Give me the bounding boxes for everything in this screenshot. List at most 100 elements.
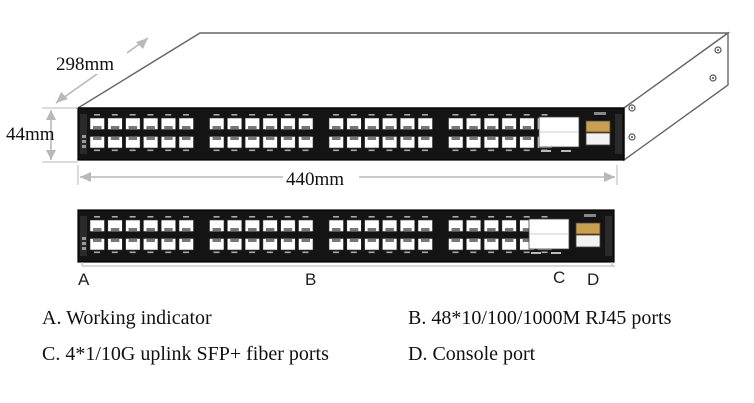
rj45-port bbox=[328, 238, 344, 254]
chassis-top-face bbox=[75, 32, 731, 109]
rj45-port bbox=[483, 238, 499, 254]
rj45-port bbox=[382, 216, 398, 232]
front-panel-bottom bbox=[77, 209, 615, 263]
rj45-port bbox=[143, 238, 159, 254]
rj45-port bbox=[244, 238, 260, 254]
rj45-port bbox=[417, 216, 433, 232]
rj45-port bbox=[280, 114, 296, 130]
rj45-port bbox=[160, 114, 176, 130]
sfp-plus-ports bbox=[538, 116, 580, 152]
rj45-port bbox=[399, 136, 416, 152]
rj45-port bbox=[364, 136, 380, 152]
rj45-port bbox=[346, 136, 362, 152]
rj45-port bbox=[209, 136, 225, 152]
rj45-port bbox=[298, 238, 314, 254]
rj45-port bbox=[89, 216, 105, 232]
rj45-port bbox=[89, 238, 105, 254]
rj45-port bbox=[227, 238, 243, 254]
rj45-port bbox=[399, 238, 416, 254]
panel-face bbox=[77, 107, 625, 161]
rj45-port bbox=[160, 216, 176, 232]
callout-c: C bbox=[553, 268, 565, 287]
rj45-port bbox=[125, 114, 141, 130]
rj45-port bbox=[364, 114, 380, 130]
rj45-port bbox=[125, 238, 141, 254]
rj45-port bbox=[262, 216, 278, 232]
height-label: 44mm bbox=[6, 124, 55, 145]
rj45-port bbox=[399, 114, 416, 130]
rj45-port bbox=[280, 238, 296, 254]
rj45-port bbox=[346, 216, 362, 232]
rj45-port bbox=[501, 216, 517, 232]
rj45-port bbox=[107, 136, 123, 152]
rj45-port bbox=[209, 216, 225, 232]
rj45-port bbox=[178, 238, 194, 254]
rj45-port bbox=[244, 216, 260, 232]
rj45-port bbox=[125, 216, 141, 232]
rj45-port bbox=[178, 114, 194, 130]
rj45-port bbox=[465, 216, 482, 232]
rj45-port bbox=[448, 136, 464, 152]
rj45-port bbox=[107, 238, 123, 254]
rj45-port bbox=[483, 136, 499, 152]
front-panel-top bbox=[77, 107, 625, 161]
legend-item-d: D. Console port bbox=[408, 343, 536, 365]
rj45-port bbox=[483, 114, 499, 130]
rj45-port bbox=[244, 114, 260, 130]
rj45-port bbox=[399, 216, 416, 232]
rj45-port bbox=[417, 114, 433, 130]
rj45-port bbox=[227, 136, 243, 152]
rj45-port bbox=[328, 114, 344, 130]
rj45-port bbox=[262, 114, 278, 130]
legend-item-c: C. 4*1/10G uplink SFP+ fiber ports bbox=[42, 343, 329, 365]
switch-3d-view bbox=[75, 31, 731, 162]
rj45-port bbox=[298, 216, 314, 232]
callout-d: D bbox=[587, 270, 599, 289]
rj45-port bbox=[346, 114, 362, 130]
rj45-port bbox=[328, 216, 344, 232]
rj45-port bbox=[519, 136, 535, 152]
rj45-port bbox=[417, 136, 433, 152]
side-screws bbox=[628, 46, 722, 141]
rj45-port bbox=[89, 136, 105, 152]
rj45-port bbox=[448, 238, 464, 254]
sfp-plus-ports bbox=[528, 218, 570, 254]
rj45-port bbox=[346, 238, 362, 254]
rj45-port bbox=[143, 136, 159, 152]
rj45-port bbox=[501, 136, 517, 152]
rj45-port bbox=[160, 136, 176, 152]
rj45-port bbox=[178, 216, 194, 232]
rj45-port bbox=[107, 216, 123, 232]
rj45-port bbox=[501, 114, 517, 130]
switch-front-view bbox=[77, 209, 615, 263]
legend-item-b: B. 48*10/100/1000M RJ45 ports bbox=[408, 307, 672, 329]
working-indicator bbox=[82, 135, 86, 148]
rj45-port bbox=[280, 136, 296, 152]
callout-a: A bbox=[78, 270, 90, 289]
rj45-port bbox=[143, 216, 159, 232]
rj45-port bbox=[143, 114, 159, 130]
rj45-port bbox=[519, 114, 535, 130]
rj45-port bbox=[465, 136, 482, 152]
width-label: 440mm bbox=[286, 169, 344, 190]
legend-item-a: A. Working indicator bbox=[42, 307, 212, 329]
console-port bbox=[585, 112, 611, 146]
rj45-port bbox=[364, 216, 380, 232]
panel-face bbox=[77, 209, 615, 263]
rj45-port bbox=[448, 114, 464, 130]
rj45-port bbox=[382, 238, 398, 254]
rj45-port bbox=[107, 114, 123, 130]
rj45-port bbox=[448, 216, 464, 232]
rj45-port bbox=[328, 136, 344, 152]
rj45-port bbox=[227, 114, 243, 130]
rj45-port bbox=[89, 114, 105, 130]
rj45-port bbox=[364, 238, 380, 254]
rj45-port bbox=[209, 238, 225, 254]
rj45-port bbox=[125, 136, 141, 152]
console-port bbox=[575, 214, 601, 248]
working-indicator bbox=[82, 237, 86, 250]
rj45-port bbox=[417, 238, 433, 254]
rj45-port bbox=[382, 114, 398, 130]
rj45-port bbox=[178, 136, 194, 152]
